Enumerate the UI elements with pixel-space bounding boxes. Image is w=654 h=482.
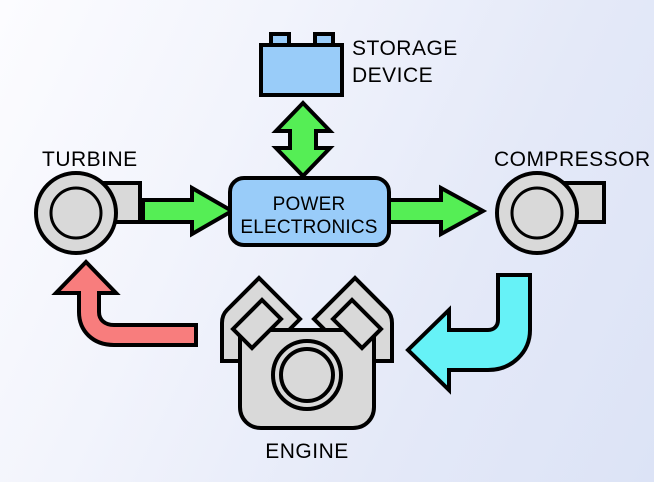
turbine-icon: [34, 171, 142, 255]
bidirectional-electrical-arrow: [271, 100, 335, 179]
exhaust-gas-arrow: [51, 259, 198, 347]
engine-label: ENGINE: [265, 440, 349, 463]
intake-air-arrow: [405, 273, 532, 395]
turbine-power-arrow: [141, 184, 237, 238]
power-electronics-node: POWER ELECTRONICS: [228, 176, 391, 247]
battery-icon: [259, 32, 344, 97]
storage-device-node: STORAGE DEVICE: [259, 32, 458, 97]
power-electronics-label-line2: ELECTRONICS: [240, 217, 377, 238]
turbine-label: TURBINE: [42, 148, 138, 171]
turbine-node: TURBINE: [34, 148, 142, 255]
storage-device-label-line1: STORAGE: [352, 37, 458, 60]
compressor-node: COMPRESSOR: [494, 148, 651, 255]
power-compressor-arrow: [387, 184, 488, 238]
storage-device-label-line2: DEVICE: [352, 64, 433, 87]
compressor-icon: [495, 171, 606, 255]
compressor-label: COMPRESSOR: [494, 148, 651, 171]
power-electronics-label-line1: POWER: [273, 194, 346, 215]
v-engine-icon: [220, 275, 394, 430]
engine-node: ENGINE: [220, 275, 394, 463]
power-electronics-box: [228, 176, 391, 247]
